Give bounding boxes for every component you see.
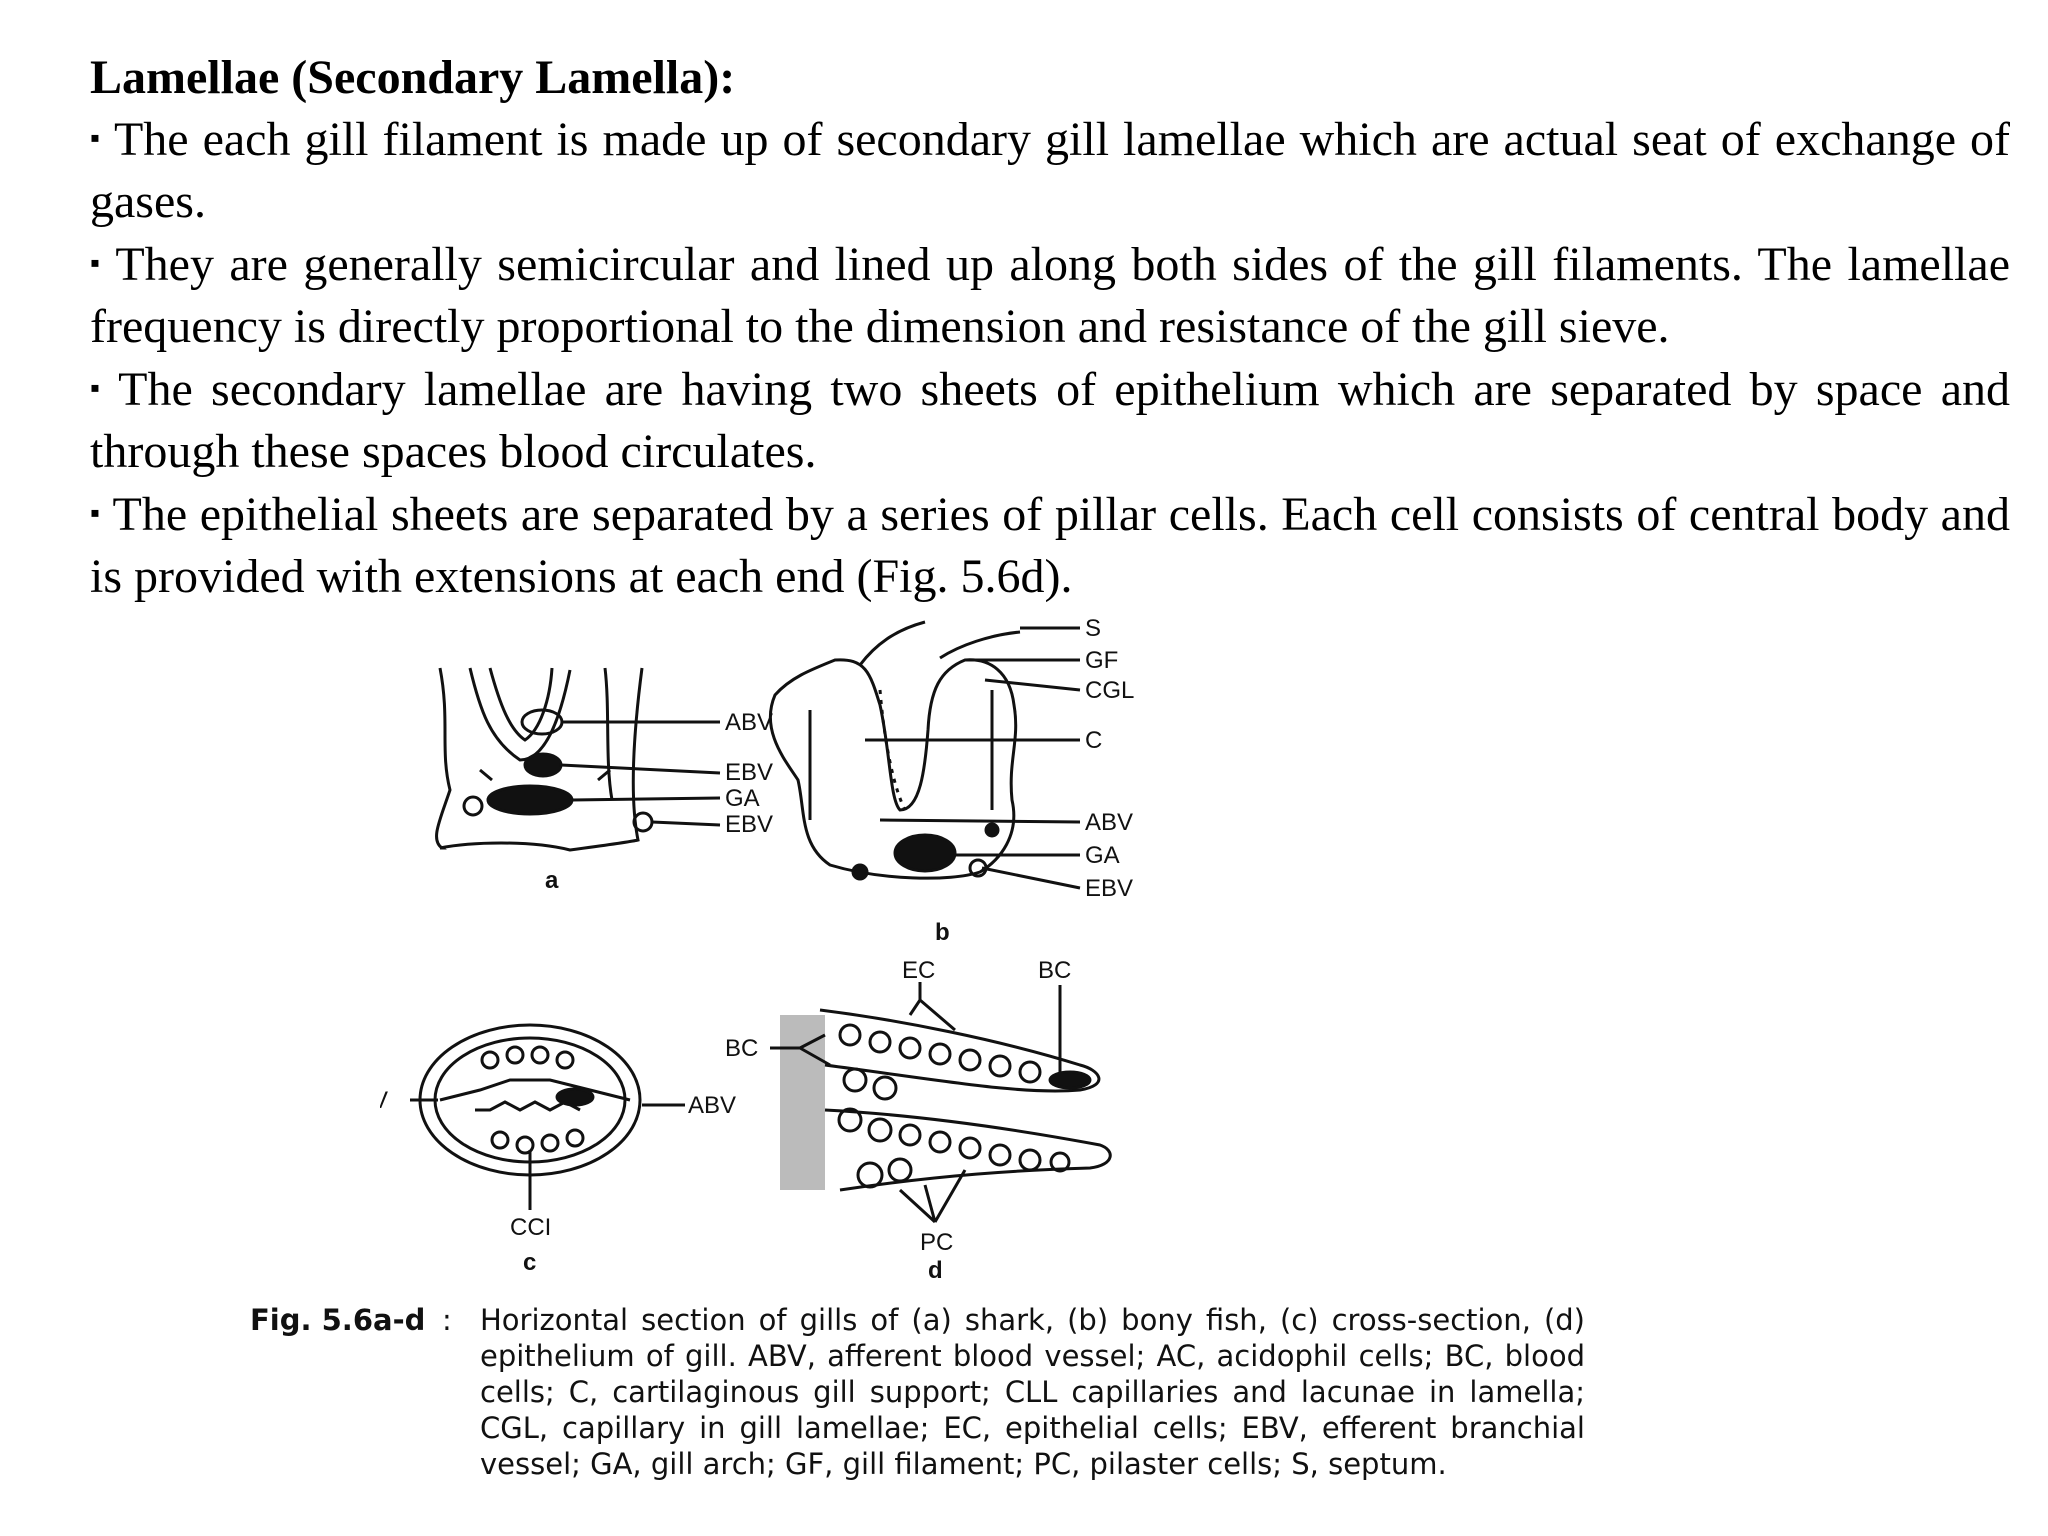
label-ga: GA [725, 785, 760, 812]
caption-label: Fig. 5.6a-d [250, 1303, 426, 1337]
label-cgl: CGL [1085, 677, 1134, 704]
label-cci: CCI [510, 1214, 551, 1241]
bullet-icon: ▪ [90, 248, 104, 279]
sublabel-d: d [928, 1257, 943, 1280]
label-gf: GF [1085, 647, 1118, 674]
label-ebv: EBV [725, 759, 773, 786]
label-abv: ABV [688, 1092, 736, 1119]
label-c: C [1085, 727, 1102, 754]
panel-d-drawing [770, 982, 1112, 1224]
label-abv: ABV [725, 709, 773, 736]
panel-a-drawing [435, 667, 721, 852]
paragraph: ▪They are generally semicircular and lin… [90, 238, 2011, 353]
label-s: S [1085, 615, 1101, 642]
sublabel-c: c [523, 1249, 536, 1276]
label-ebv: EBV [1085, 875, 1133, 902]
bullet-icon: ▪ [90, 373, 107, 404]
body-text: ▪The each gill filament is made up of se… [90, 108, 2010, 608]
paragraph: ▪The epithelial sheets are separated by … [90, 488, 2010, 603]
sublabel-a: a [545, 867, 559, 894]
caption-text: Horizontal section of gills of (a) shark… [480, 1303, 1585, 1481]
gill-diagram: ABV EBV GA EBV a S GF CGL C ABV GA EBV b… [380, 615, 1134, 1280]
label-abv: ABV [1085, 809, 1133, 836]
label-ga: GA [1085, 842, 1120, 869]
bullet-icon: ▪ [90, 498, 101, 529]
label-bc: BC [1038, 957, 1071, 984]
label-ebv: EBV [380, 1087, 388, 1114]
label-pc: PC [920, 1229, 953, 1256]
section-heading: Lamellae (Secondary Lamella): [90, 51, 736, 104]
panel-b-drawing [768, 620, 1081, 890]
paragraph: ▪The secondary lamellae are having two s… [90, 363, 2011, 478]
sublabel-b: b [935, 919, 950, 946]
bullet-icon: ▪ [90, 123, 102, 154]
gill-figure: ABV EBV GA EBV a S GF CGL C ABV GA EBV b… [380, 610, 1360, 1280]
paragraph: ▪The each gill filament is made up of se… [90, 113, 2010, 228]
label-ebv: EBV [725, 811, 773, 838]
label-ec: EC [902, 957, 935, 984]
caption-separator: : [442, 1303, 452, 1337]
label-bc: BC [725, 1035, 758, 1062]
panel-c-drawing [410, 1023, 685, 1210]
